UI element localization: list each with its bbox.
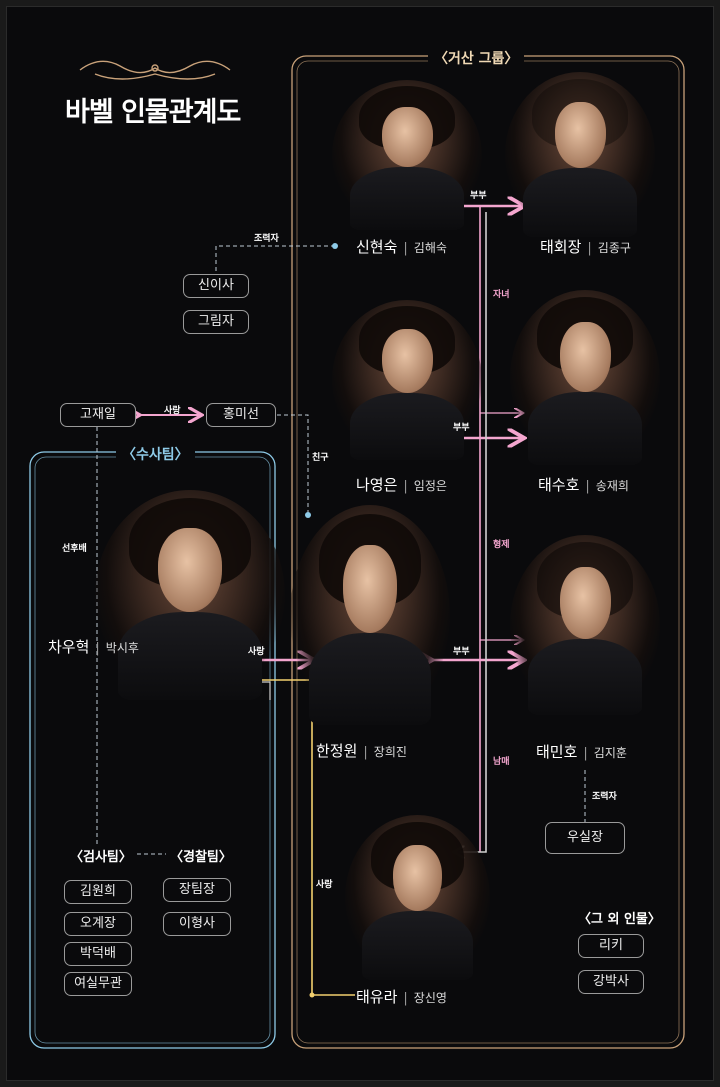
character-na-youngeun: 나영은|임정은	[356, 476, 447, 494]
character-name: 한정원	[316, 742, 358, 760]
portrait-shin-hyunsuk	[332, 80, 482, 230]
actor-name: 임정은	[413, 479, 447, 493]
character-tae-suho: 태수호|송재희	[538, 476, 629, 494]
actor-name: 김지훈	[593, 746, 627, 760]
relation-couple-mid: 부부	[453, 423, 470, 433]
box-yeo-silmugwan: 여실무관	[64, 972, 132, 996]
relation-helper-bottom: 조력자	[592, 792, 617, 802]
friend-line	[270, 414, 309, 515]
character-tae-hoejang: 태회장|김종구	[540, 238, 631, 256]
box-jang-timjang: 장팀장	[163, 878, 231, 902]
actor-name: 김종구	[597, 241, 631, 255]
character-shin-hyunsuk: 신현숙|김해숙	[356, 238, 447, 256]
helper-line-top-end	[332, 243, 338, 249]
portrait-tae-hoejang	[505, 72, 655, 237]
police-team-title: 〈경찰팀〉	[166, 846, 236, 865]
relation-helper-top: 조력자	[254, 234, 279, 244]
relation-love-yura: 사랑	[316, 880, 333, 890]
relation-senior-junior: 선후배	[62, 544, 87, 554]
relation-couple-top: 부부	[470, 191, 487, 201]
actor-name: 김해숙	[413, 241, 447, 255]
portrait-han-jungwon	[290, 505, 450, 725]
character-name: 태수호	[538, 476, 580, 494]
box-shin-isa: 신이사	[183, 274, 249, 298]
geosan-group-title: 〈거산 그룹〉	[428, 48, 525, 68]
portrait-cha-woohyuk	[95, 490, 285, 700]
actor-name: 박시후	[105, 641, 139, 655]
box-ricky: 리키	[578, 934, 644, 958]
relation-couple-bottom: 부부	[453, 647, 470, 657]
ornament-icon	[79, 60, 231, 80]
helper-line-top	[215, 245, 335, 278]
box-woo-siljang: 우실장	[545, 822, 625, 854]
relation-brothers: 형제	[493, 540, 510, 550]
character-name: 신현숙	[356, 238, 398, 256]
box-gang-baksa: 강박사	[578, 970, 644, 994]
box-geurimja: 그림자	[183, 310, 249, 334]
actor-name: 장희진	[373, 745, 407, 759]
character-tae-minho: 태민호|김지훈	[536, 743, 627, 761]
box-hong-misun: 홍미선	[206, 403, 276, 427]
portrait-na-youngeun	[332, 300, 482, 460]
portrait-tae-minho	[510, 535, 660, 715]
character-name: 태회장	[540, 238, 582, 256]
character-han-jungwon: 한정원|장희진	[316, 742, 407, 760]
character-name: 태민호	[536, 743, 578, 761]
box-oh-gyejang: 오계장	[64, 912, 132, 936]
love-line-yura-start	[309, 992, 315, 998]
portrait-tae-yura	[345, 815, 490, 980]
character-cha-woohyuk: 차우혁|박시후	[48, 638, 139, 656]
prosecutors-team-title: 〈검사팀〉	[66, 846, 136, 865]
character-name: 태유라	[356, 988, 398, 1006]
portrait-tae-suho	[510, 290, 660, 465]
actor-name: 장신영	[413, 991, 447, 1005]
relation-friend: 친구	[312, 453, 329, 463]
character-name: 나영은	[356, 476, 398, 494]
relation-love-cha-han: 사랑	[248, 647, 265, 657]
actor-name: 송재희	[595, 479, 629, 493]
box-kim-wonhee: 김원희	[64, 880, 132, 904]
relation-love-go-hong: 사랑	[164, 406, 181, 416]
others-group-title: 〈그 외 인물〉	[574, 908, 665, 927]
relation-children: 자녀	[493, 290, 510, 300]
character-tae-yura: 태유라|장신영	[356, 988, 447, 1006]
character-name: 차우혁	[48, 638, 90, 656]
page-title: 바벨 인물관계도	[65, 97, 241, 128]
box-go-jaeil: 고재일	[60, 403, 136, 427]
friend-line-end	[305, 512, 311, 518]
box-park-deokbae: 박덕배	[64, 942, 132, 966]
relation-siblings: 남매	[493, 757, 510, 767]
investigation-team-title: 〈수사팀〉	[116, 444, 195, 464]
box-lee-hyeongsa: 이형사	[163, 912, 231, 936]
